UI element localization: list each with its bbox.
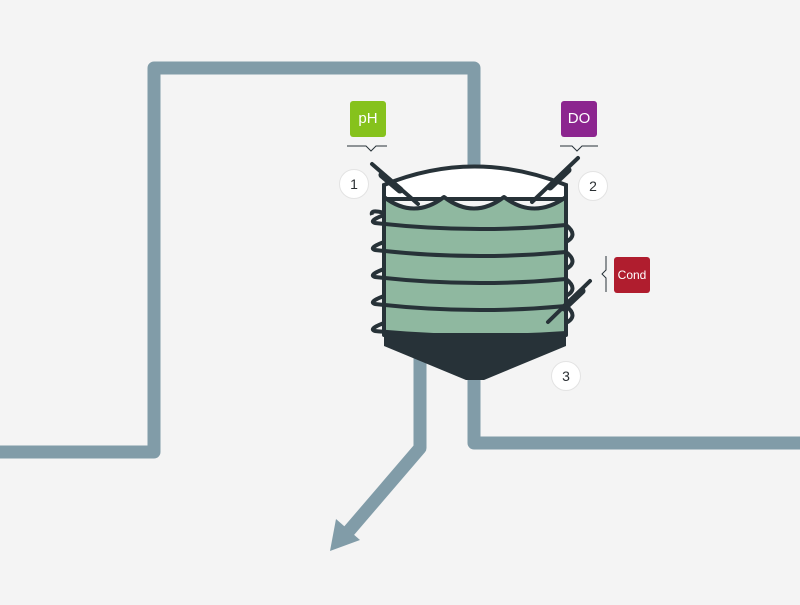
ph-sensor-number-text: 1 xyxy=(350,176,358,192)
tank-liquid xyxy=(382,195,568,337)
pipe-network xyxy=(0,61,800,539)
drain-pipe xyxy=(341,348,427,539)
drain-arrowhead xyxy=(330,519,360,551)
ph-sensor-tag: pH xyxy=(350,101,386,137)
ph-sensor-label: pH xyxy=(358,110,378,127)
do-callout-pointer xyxy=(560,145,598,152)
do-sensor-label: DO xyxy=(567,110,591,127)
probe-do xyxy=(530,156,580,204)
cond-sensor-number-text: 3 xyxy=(562,368,570,384)
inlet-pipe xyxy=(0,61,481,459)
do-sensor-number: 2 xyxy=(578,171,608,201)
tank-top xyxy=(382,164,568,201)
coil-front xyxy=(370,213,575,339)
probe-cond xyxy=(546,279,592,324)
coil xyxy=(369,209,575,339)
do-sensor-number-text: 2 xyxy=(589,178,597,194)
ph-sensor-number: 1 xyxy=(339,169,369,199)
do-sensor-tag: DO xyxy=(561,101,597,137)
ph-callout-pointer xyxy=(347,145,387,152)
tank xyxy=(382,164,568,380)
cond-callout-pointer xyxy=(601,256,607,292)
tank-bottom-cone xyxy=(384,333,566,380)
callout-pointers xyxy=(347,145,607,292)
cond-sensor-number: 3 xyxy=(551,361,581,391)
cond-sensor-tag: Cond xyxy=(614,257,650,293)
cond-sensor-label: Cond xyxy=(617,268,647,282)
probe-ph xyxy=(370,162,420,206)
outlet-pipe xyxy=(467,373,800,450)
coil-left-top xyxy=(369,209,385,216)
